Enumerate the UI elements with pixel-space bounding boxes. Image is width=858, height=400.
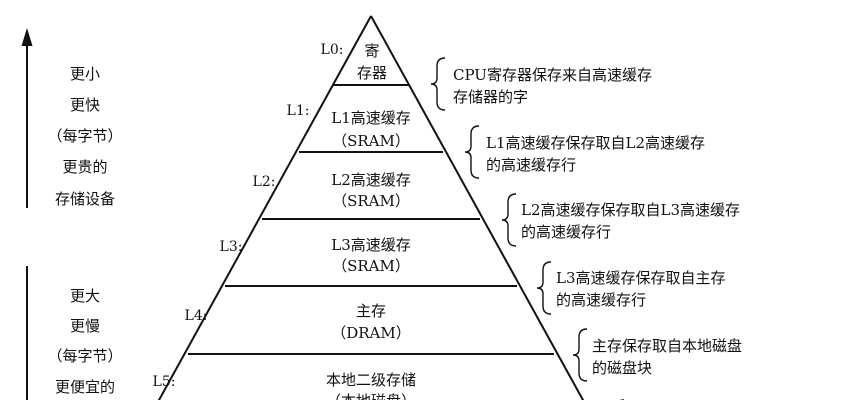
level-label-l2: L2:: [253, 174, 276, 190]
level-label-l3: L3:: [220, 239, 243, 255]
note-l0-line: CPU寄存器保存来自高速缓存: [453, 66, 652, 84]
tier-l5-line: （本地磁盘）: [326, 392, 416, 400]
bottom-group-line: （每字节）: [47, 347, 122, 365]
note-l1-line: 的高速缓存行: [486, 156, 576, 174]
top-group-line: 更小: [70, 65, 100, 83]
tier-l1-line: （SRAM）: [332, 132, 410, 150]
tier-l2-line: （SRAM）: [332, 192, 410, 210]
brace-l3: [536, 261, 552, 315]
tier-l4-line: （DRAM）: [331, 324, 411, 342]
tier-l0-line: 寄: [364, 42, 379, 60]
note-l0-line: 存储器的字: [453, 88, 528, 106]
note-l3-line: L3高速缓存保存取自主存: [556, 269, 726, 287]
note-l4-line: 的磁盘块: [592, 359, 652, 377]
bottom-group-line: 更大: [70, 287, 100, 305]
bottom-group-text: 更大 更慢 （每字节） 更便宜的: [47, 287, 122, 396]
tier-l0-line: 存器: [357, 64, 387, 82]
tier-l2-line: L2高速缓存: [331, 171, 411, 189]
brace-l2: [501, 193, 517, 247]
level-label-l5: L5:: [153, 374, 176, 390]
brace-l0: [430, 57, 446, 111]
note-l3-line: 的高速缓存行: [556, 291, 646, 309]
note-l1-line: L1高速缓存保存取自L2高速缓存: [486, 134, 705, 152]
top-group-line: （每字节）: [47, 127, 122, 145]
bottom-group-line: 更便宜的: [55, 378, 115, 396]
pyramid-left-edge: [157, 15, 372, 400]
note-l2-line: 的高速缓存行: [521, 223, 611, 241]
top-group-text: 更小 更快 （每字节） 更贵的 存储设备: [47, 65, 122, 208]
top-group-line: 更快: [70, 96, 100, 114]
level-label-l4: L4:: [185, 308, 208, 324]
note-l2-line: L2高速缓存保存取自L3高速缓存: [521, 201, 740, 219]
pyramid-right-edge: [370, 15, 585, 400]
tier-l5-line: 本地二级存储: [326, 371, 416, 389]
level-label-l1: L1:: [287, 103, 310, 119]
up-arrow-head-icon: [21, 28, 33, 46]
brace-l4: [572, 328, 588, 382]
brace-l1: [464, 125, 480, 179]
tier-l4-line: 主存: [356, 302, 386, 320]
tier-l3-line: L3高速缓存: [331, 236, 411, 254]
bottom-group-line: 更慢: [70, 317, 100, 335]
top-group-line: 存储设备: [55, 190, 115, 208]
tier-l1-line: L1高速缓存: [331, 109, 411, 127]
level-label-l0: L0:: [321, 42, 344, 58]
tier-l3-line: （SRAM）: [332, 257, 410, 275]
note-l4-line: 主存保存取自本地磁盘: [592, 337, 742, 355]
top-group-line: 更贵的: [62, 158, 107, 176]
